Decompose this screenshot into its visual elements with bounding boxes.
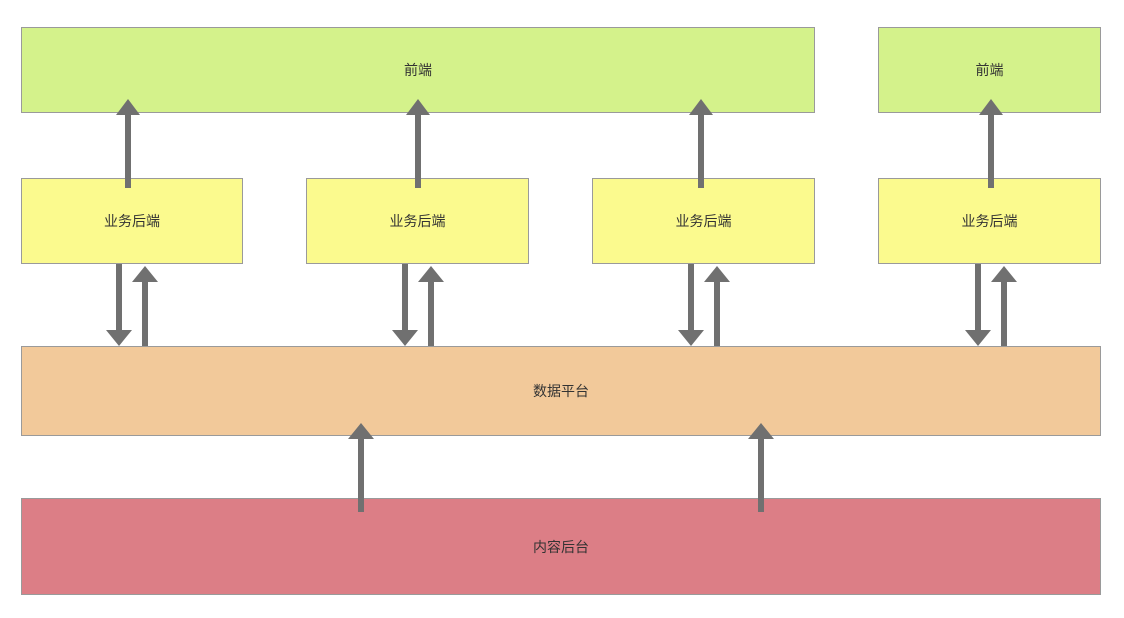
arrow-platform-up-to-backend2 [418, 266, 444, 346]
business-backend-box-4: 业务后端 [878, 178, 1101, 264]
business-backend-box-2: 业务后端 [306, 178, 529, 264]
arrow-backend2-down-to-platform [392, 264, 418, 346]
business-backend-box-1: 业务后端 [21, 178, 243, 264]
arrow-platform-up-to-backend3 [704, 266, 730, 346]
data-platform-box: 数据平台 [21, 346, 1101, 436]
business-backend-box-3: 业务后端 [592, 178, 815, 264]
business-backend-box-1-label: 业务后端 [104, 214, 160, 230]
frontend-box-main-label: 前端 [404, 63, 432, 79]
arrow-platform-up-to-backend4 [991, 266, 1017, 346]
content-backend-box: 内容后台 [21, 498, 1101, 595]
business-backend-box-2-label: 业务后端 [389, 214, 446, 230]
arrow-backend3-down-to-platform [678, 264, 704, 346]
frontend-box-secondary: 前端 [878, 27, 1101, 113]
content-backend-label: 内容后台 [533, 539, 589, 556]
business-backend-box-3-label: 业务后端 [675, 214, 732, 230]
arrow-backend1-down-to-platform [106, 264, 132, 346]
frontend-box-main: 前端 [21, 27, 815, 113]
business-backend-box-4-label: 业务后端 [961, 214, 1018, 230]
arrow-platform-up-to-backend1 [132, 266, 158, 346]
frontend-box-secondary-label: 前端 [975, 63, 1004, 79]
arrow-backend4-down-to-platform [965, 264, 991, 346]
data-platform-label: 数据平台 [533, 384, 589, 400]
